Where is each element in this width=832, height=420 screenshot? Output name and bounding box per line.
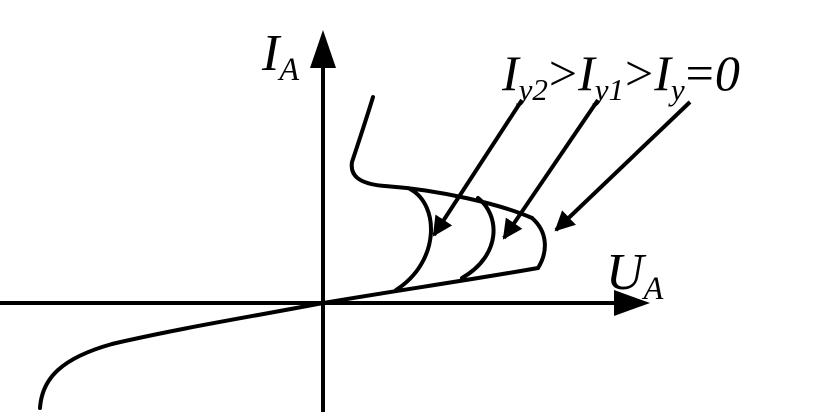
x-axis-label-main: U	[606, 244, 644, 301]
condition-term-3-main: I	[654, 45, 671, 101]
pointer-arrow-iy0	[554, 100, 692, 232]
condition-operator-1: >	[548, 45, 578, 101]
y-axis-label-main: I	[262, 25, 280, 82]
switching-curve-iy0	[530, 216, 547, 270]
y-axis-label: IA	[262, 25, 299, 86]
control-current-condition: Iy2>Iy1>Iy=0	[502, 45, 740, 105]
condition-value: 0	[714, 45, 740, 101]
switching-curve-iy1	[460, 196, 496, 280]
condition-term-1-sub: y2	[518, 71, 548, 107]
x-axis-arrowhead	[614, 290, 650, 316]
reverse-branch-curve	[38, 301, 325, 410]
y-axis-arrowhead	[310, 30, 336, 68]
condition-operator-3: =	[685, 45, 714, 101]
condition-term-1-main: I	[502, 45, 519, 101]
conducting-branch-curve	[349, 95, 534, 220]
condition-term-3-sub: y	[670, 71, 685, 107]
y-axis-label-sub: A	[279, 51, 300, 88]
condition-term-2-main: I	[578, 45, 595, 101]
x-axis-label: UA	[606, 244, 663, 305]
pointer-arrow-iy2	[432, 98, 524, 237]
condition-operator-2: >	[625, 45, 654, 101]
forward-blocking-branch	[321, 266, 540, 305]
x-axis-label-sub: A	[643, 270, 664, 307]
pointer-arrow-iy1	[502, 98, 600, 240]
switching-curve-iy2	[394, 187, 433, 292]
condition-term-2-sub: y1	[594, 71, 625, 107]
